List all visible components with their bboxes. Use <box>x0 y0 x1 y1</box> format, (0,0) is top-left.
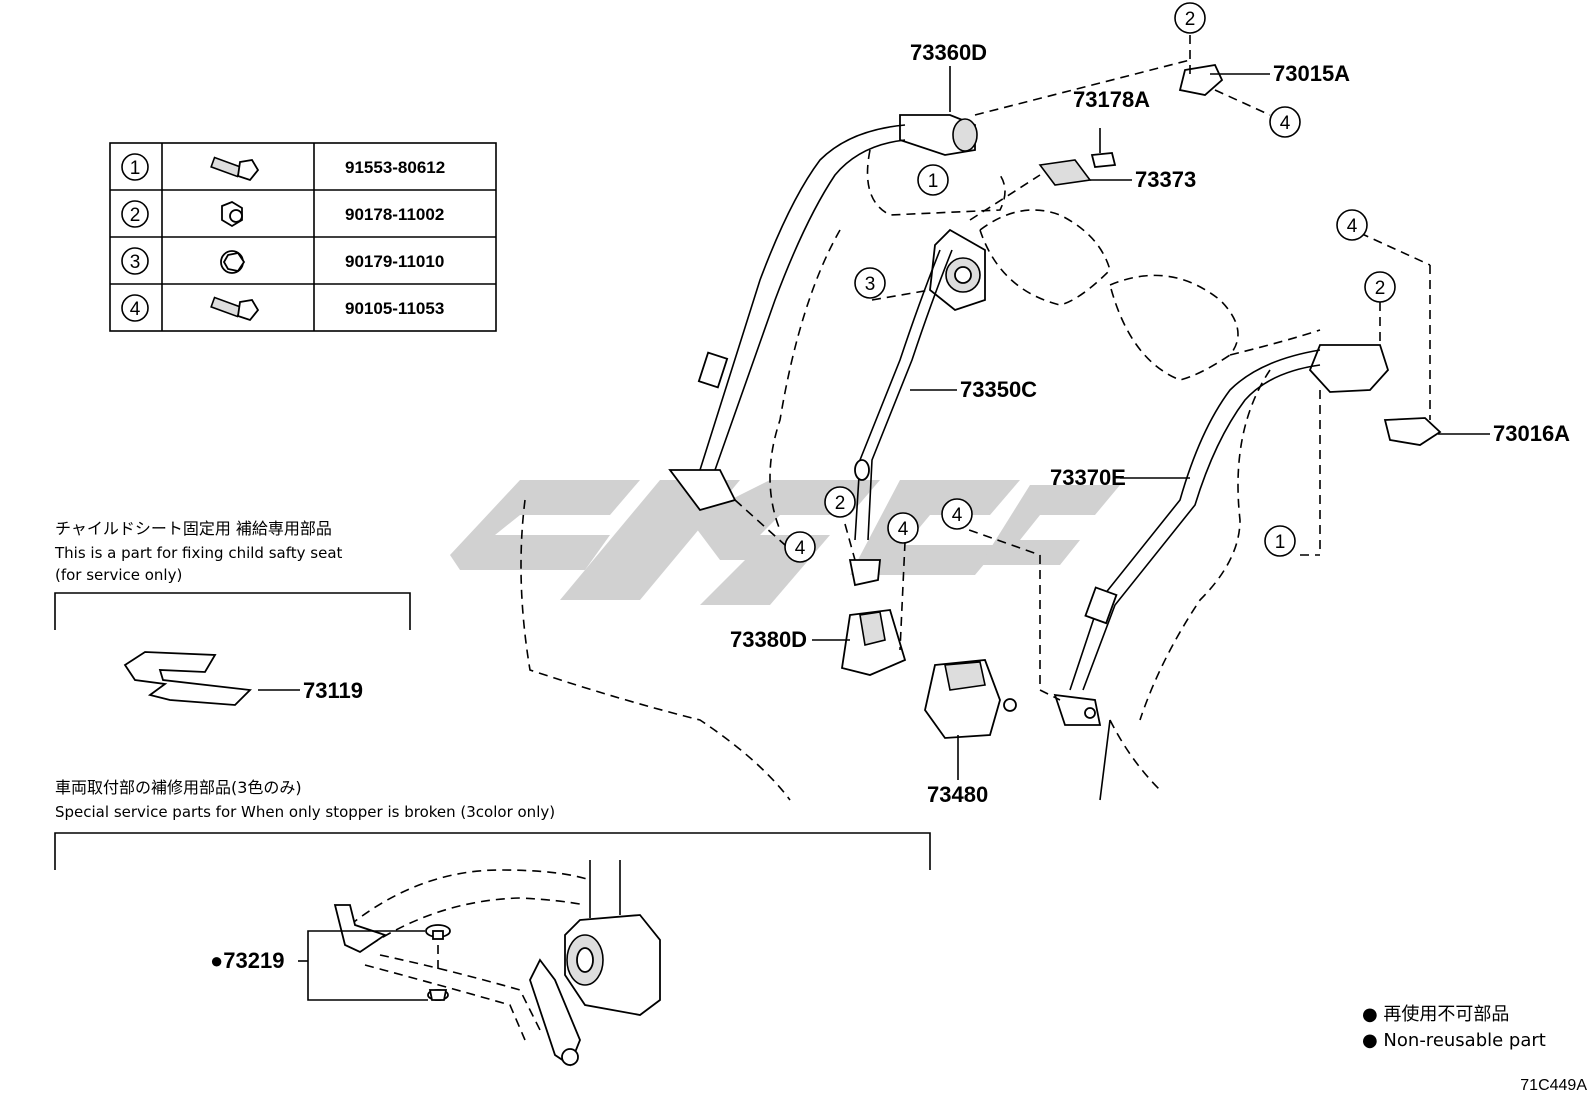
callout-4-left: 4 <box>784 531 816 563</box>
label-73178A: 73178A <box>1073 87 1150 112</box>
bolt-icon <box>210 296 260 322</box>
svg-text:2: 2 <box>835 493 846 514</box>
row-index: 2 <box>130 205 141 226</box>
row-index: 1 <box>130 158 141 179</box>
callout-4-right: 4 <box>1336 209 1368 241</box>
svg-text:1: 1 <box>1275 532 1286 553</box>
stopper-note-en: Special service parts for When only stop… <box>55 803 555 821</box>
svg-text:4: 4 <box>1280 113 1291 134</box>
belt-73360D <box>668 114 978 512</box>
flange-nut-icon <box>220 250 246 274</box>
connector-lines <box>734 35 1431 701</box>
label-73373: 73373 <box>1135 167 1196 192</box>
callout-circle <box>121 294 149 322</box>
child-seat-note-en2: (for service only) <box>55 566 182 584</box>
label-73360D: 73360D <box>910 40 987 65</box>
svg-text:2: 2 <box>1375 278 1386 299</box>
label-73350C: 73350C <box>960 377 1037 402</box>
label-73016A: 73016A <box>1493 421 1570 446</box>
row-index: 3 <box>130 252 141 273</box>
belt-73350C <box>848 228 986 587</box>
part-number: 90179-11010 <box>345 252 444 271</box>
svg-text:4: 4 <box>952 505 963 526</box>
callout-3: 3 <box>854 267 886 299</box>
table-row: 3 90179-11010 <box>121 247 444 275</box>
leader-lines <box>258 73 1490 780</box>
callout-1-right: 1 <box>1264 525 1296 557</box>
svg-text:4: 4 <box>898 519 909 540</box>
table-row: 2 90178-11002 <box>121 200 444 228</box>
anchor-73119 <box>123 651 252 706</box>
callout-circle <box>121 153 149 181</box>
svg-text:3: 3 <box>865 274 876 295</box>
buckle-73380D <box>840 609 907 676</box>
label-73119: 73119 <box>303 678 363 703</box>
fastener-table <box>109 142 497 332</box>
callout-circle <box>121 247 149 275</box>
svg-text:2: 2 <box>1185 9 1196 30</box>
bracket-73016A <box>1383 417 1442 446</box>
label-73480: 73480 <box>927 782 988 807</box>
clip-73178A <box>1090 152 1117 168</box>
callout-2-top: 2 <box>1174 2 1206 34</box>
stopper-bracket <box>54 832 931 870</box>
seat-outline <box>520 149 1321 801</box>
svg-text:1: 1 <box>928 171 939 192</box>
callout-4-buckle: 4 <box>941 498 973 530</box>
table-row: 4 90105-11053 <box>121 294 444 322</box>
svg-text:4: 4 <box>1347 216 1358 237</box>
callout-4-center: 4 <box>887 512 919 544</box>
part-number: 90105-11053 <box>345 299 444 318</box>
row-index: 4 <box>130 299 141 320</box>
legend-en: ● Non-reusable part <box>1362 1030 1546 1051</box>
buckle-73480 <box>924 659 1017 739</box>
cover-73373 <box>1038 159 1092 186</box>
label-73219: ●73219 <box>210 948 284 973</box>
belt-73370E <box>1053 344 1390 726</box>
callout-circle <box>121 200 149 228</box>
callout-4-top: 4 <box>1269 106 1301 138</box>
stopper-detail-drawing <box>333 860 661 1067</box>
callout-2-right: 2 <box>1364 271 1396 303</box>
legend-jp: ● 再使用不可部品 <box>1362 1004 1509 1025</box>
callout-1-left: 1 <box>917 164 949 196</box>
label-73219-group: ●73219 <box>210 930 428 1001</box>
svg-text:4: 4 <box>795 538 806 559</box>
part-number: 91553-80612 <box>345 158 445 177</box>
part-number: 90178-11002 <box>345 205 444 224</box>
child-seat-bracket <box>54 592 411 630</box>
nut-icon <box>221 200 243 228</box>
child-seat-note-en: This is a part for fixing child safty se… <box>54 544 343 562</box>
callout-2-center: 2 <box>824 486 856 518</box>
label-73370E: 73370E <box>1050 465 1126 490</box>
diagram-code: 71C449A <box>1520 1077 1587 1094</box>
stopper-note-jp: 車両取付部の補修用部品(3色のみ) <box>55 778 302 797</box>
label-73015A: 73015A <box>1273 61 1350 86</box>
table-row: 1 91553-80612 <box>121 153 445 182</box>
label-73380D: 73380D <box>730 627 807 652</box>
child-seat-note-jp: チャイルドシート固定用 補給専用部品 <box>55 519 332 538</box>
bolt-icon <box>210 156 260 182</box>
